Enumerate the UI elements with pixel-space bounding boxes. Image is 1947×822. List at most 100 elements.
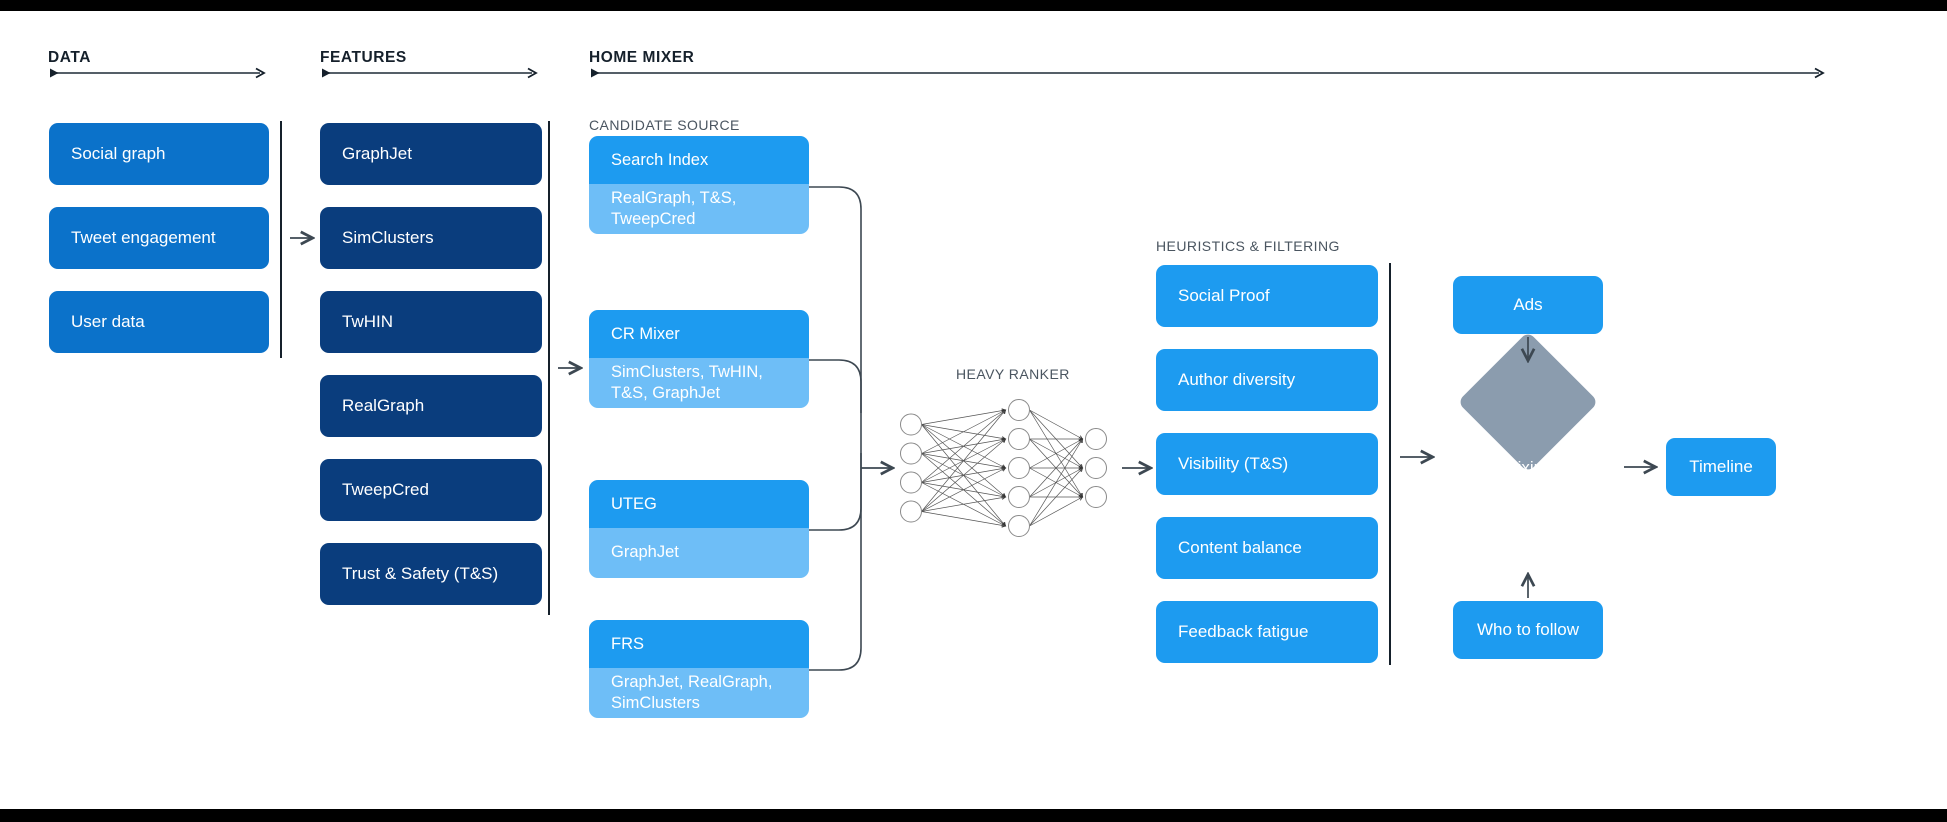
feature-item-label: Trust & Safety (T&S) <box>342 564 499 584</box>
feature-item-label: TwHIN <box>342 312 393 332</box>
candidate-source-merge-lines <box>809 186 862 671</box>
connector-overlay <box>290 186 1947 671</box>
section-arrow-features <box>322 67 538 79</box>
heuristic-item-content-balance[interactable]: Content balance <box>1156 517 1378 579</box>
network-edge <box>921 424 1007 469</box>
network-edge <box>1029 438 1084 469</box>
network-edge <box>921 408 1007 425</box>
network-edge <box>1029 438 1084 498</box>
candidate-source-title: FRS <box>589 620 809 668</box>
candidate-source-frs[interactable]: FRS GraphJet, RealGraph, SimClusters <box>589 620 809 718</box>
heuristic-item-feedback-fatigue[interactable]: Feedback fatigue <box>1156 601 1378 663</box>
feature-item-label: RealGraph <box>342 396 425 416</box>
heuristic-item-label: Author diversity <box>1178 370 1296 390</box>
letterbox-top <box>0 0 1947 11</box>
feature-item-realgraph[interactable]: RealGraph <box>320 375 542 437</box>
network-node <box>900 471 922 494</box>
network-edge <box>921 482 1007 527</box>
candidate-source-features: RealGraph, T&S, TweepCred <box>589 184 809 234</box>
network-edge <box>1029 409 1083 498</box>
network-edge <box>921 495 1007 512</box>
candidate-source-cr-mixer[interactable]: CR Mixer SimClusters, TwHIN, T&S, GraphJ… <box>589 310 809 408</box>
sublabel-candidate-source: CANDIDATE SOURCE <box>589 117 740 133</box>
network-node <box>1085 486 1107 508</box>
heuristic-item-label: Feedback fatigue <box>1178 622 1309 642</box>
diagram-canvas: DATA FEATURES HOME MIXER CANDIDATE SOURC… <box>0 11 1947 809</box>
network-edge <box>1029 496 1084 527</box>
section-label-features: FEATURES <box>320 49 407 66</box>
network-node <box>1008 457 1030 479</box>
feature-item-label: GraphJet <box>342 144 412 164</box>
heuristic-item-visibility[interactable]: Visibility (T&S) <box>1156 433 1378 495</box>
feature-item-tweepcred[interactable]: TweepCred <box>320 459 542 521</box>
network-edge <box>921 467 1007 512</box>
feature-item-trust-safety[interactable]: Trust & Safety (T&S) <box>320 543 542 605</box>
candidate-source-features: SimClusters, TwHIN, T&S, GraphJet <box>589 358 809 408</box>
network-edge <box>1029 467 1084 527</box>
network-edge <box>1029 409 1084 440</box>
section-label-home-mixer: HOME MIXER <box>589 49 695 66</box>
network-edge <box>921 424 1007 441</box>
heavy-ranker-network <box>900 399 1107 537</box>
data-item-tweet-engagement[interactable]: Tweet engagement <box>49 207 269 269</box>
network-edge <box>921 424 1007 527</box>
section-arrow-home-mixer <box>591 67 1825 79</box>
network-node <box>900 500 922 523</box>
network-edge <box>921 453 1007 498</box>
network-node <box>1008 399 1030 421</box>
section-label-data: DATA <box>48 49 91 66</box>
candidate-source-uteg[interactable]: UTEG GraphJet <box>589 480 809 578</box>
feature-item-twhin[interactable]: TwHIN <box>320 291 542 353</box>
candidate-source-features: GraphJet, RealGraph, SimClusters <box>589 668 809 718</box>
data-item-social-graph[interactable]: Social graph <box>49 123 269 185</box>
network-edge <box>921 409 1007 512</box>
network-node <box>1008 486 1030 508</box>
network-edge <box>921 482 1007 499</box>
candidate-source-features: GraphJet <box>589 528 809 578</box>
network-node <box>900 413 922 436</box>
output-box-label: Timeline <box>1689 457 1753 477</box>
network-edge <box>1029 438 1083 527</box>
output-box-who-to-follow[interactable]: Who to follow <box>1453 601 1603 659</box>
network-edge <box>921 511 1007 528</box>
network-edge <box>1029 409 1084 469</box>
network-edge <box>921 409 1007 454</box>
network-edge <box>1029 467 1084 498</box>
sublabel-heavy-ranker: HEAVY RANKER <box>956 366 1070 382</box>
candidate-source-title: CR Mixer <box>589 310 809 358</box>
letterbox-bottom <box>0 809 1947 822</box>
network-edge <box>921 437 1007 454</box>
sublabel-heuristics: HEURISTICS & FILTERING <box>1156 238 1340 254</box>
data-item-user-data[interactable]: User data <box>49 291 269 353</box>
network-node <box>900 442 922 465</box>
network-edge <box>921 438 1007 512</box>
heuristic-item-label: Content balance <box>1178 538 1302 558</box>
output-box-ads[interactable]: Ads <box>1453 276 1603 334</box>
data-item-label: User data <box>71 312 145 332</box>
network-node <box>1008 428 1030 450</box>
network-edge <box>921 453 1007 470</box>
network-edge <box>1029 467 1084 498</box>
feature-item-label: SimClusters <box>342 228 434 248</box>
output-box-timeline[interactable]: Timeline <box>1666 438 1776 496</box>
heuristic-item-social-proof[interactable]: Social Proof <box>1156 265 1378 327</box>
output-box-label: Who to follow <box>1476 620 1580 640</box>
feature-item-simclusters[interactable]: SimClusters <box>320 207 542 269</box>
divider-heuristics-mixing <box>1389 263 1391 665</box>
divider-data-features <box>280 121 282 358</box>
network-edge <box>921 424 1007 498</box>
mixing-diamond[interactable] <box>1457 331 1599 473</box>
network-node <box>1085 457 1107 479</box>
network-edge <box>921 466 1007 483</box>
network-edge <box>1029 438 1084 469</box>
output-box-label: Ads <box>1513 295 1543 315</box>
network-edge <box>1029 438 1084 498</box>
heuristic-item-author-diversity[interactable]: Author diversity <box>1156 349 1378 411</box>
data-item-label: Social graph <box>71 144 166 164</box>
feature-item-graphjet[interactable]: GraphJet <box>320 123 542 185</box>
network-node <box>1008 515 1030 537</box>
section-arrow-data <box>50 67 266 79</box>
candidate-source-search-index[interactable]: Search Index RealGraph, T&S, TweepCred <box>589 136 809 234</box>
network-edge <box>921 453 1007 527</box>
candidate-source-title: Search Index <box>589 136 809 184</box>
